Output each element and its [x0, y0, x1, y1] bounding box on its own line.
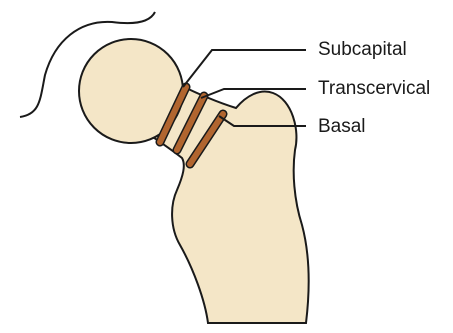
- label-subcapital: Subcapital: [318, 40, 407, 59]
- label-basal: Basal: [318, 117, 366, 136]
- leader-line-subcapital: [183, 50, 306, 87]
- label-transcervical: Transcervical: [318, 79, 430, 98]
